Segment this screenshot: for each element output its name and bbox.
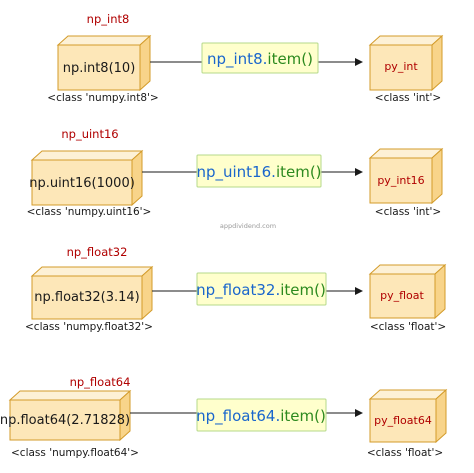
method-label: np_uint16.item() [196,163,321,182]
source-value: np.float64(2.71828) [0,413,130,428]
target-class: <class 'int'> [375,206,441,218]
source-value: np.uint16(1000) [29,176,135,191]
source-box: np.uint16(1000) [29,149,144,207]
method-label: np_float32.item() [196,281,326,300]
source-class: <class 'numpy.float64'> [11,447,139,459]
target-box: py_int16 [368,147,444,205]
source-box: np.int8(10) [56,34,152,92]
target-box: py_float [368,263,447,320]
target-box: py_int [368,34,444,92]
source-class: <class 'numpy.int8'> [47,92,158,104]
source-class: <class 'numpy.float32'> [25,321,153,333]
row-int8: np_int8 np.int8(10) <class 'numpy.int8'>… [47,12,444,104]
source-box: np.float64(2.71828) [0,389,132,442]
watermark: appdividend.com [220,222,276,230]
target-class: <class 'int'> [375,92,441,104]
method-call-box: np_float32.item() [196,272,327,306]
source-value: np.float32(3.14) [34,290,139,305]
target-class: <class 'float'> [367,447,443,459]
source-class: <class 'numpy.uint16'> [27,206,152,218]
row-float64: np_float64 np.float64(2.71828) <class 'n… [0,375,448,459]
row-float32: np_float32 np.float32(3.14) <class 'nump… [25,245,447,333]
source-variable-name: np_int8 [87,12,130,26]
target-variable-name: py_int [384,60,418,73]
method-call-box: np_float64.item() [196,398,327,432]
target-variable-name: py_float64 [374,414,432,427]
row-uint16: np_uint16 np.uint16(1000) <class 'numpy.… [27,127,444,218]
method-label: np_float64.item() [196,407,326,426]
target-variable-name: py_int16 [377,174,424,187]
source-variable-name: np_float64 [70,375,131,389]
source-variable-name: np_uint16 [61,127,118,141]
method-call-box: np_int8.item() [201,42,319,74]
target-variable-name: py_float [380,289,424,302]
source-box: np.float32(3.14) [30,265,154,321]
method-label: np_int8.item() [207,50,313,69]
method-call-box: np_uint16.item() [196,154,322,188]
source-value: np.int8(10) [63,61,136,76]
target-class: <class 'float'> [370,321,446,333]
source-variable-name: np_float32 [67,245,128,259]
target-box: py_float64 [368,388,448,444]
